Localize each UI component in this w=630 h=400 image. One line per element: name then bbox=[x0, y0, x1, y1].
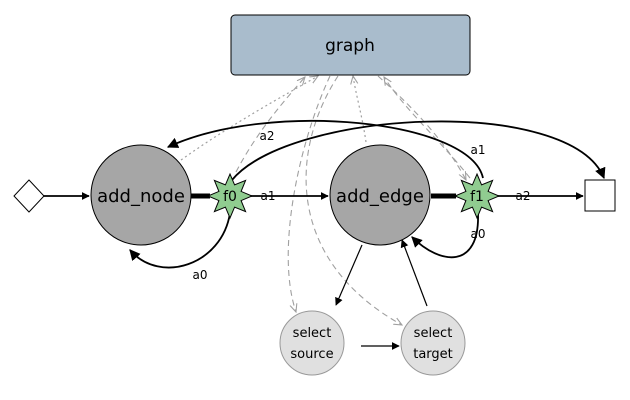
edge-label-f1-a1: a1 bbox=[471, 143, 486, 157]
link-f1-graph bbox=[384, 77, 471, 179]
link-add-node-graph bbox=[180, 76, 318, 161]
edge-f0-a0-loop bbox=[129, 212, 231, 269]
flow-edges bbox=[43, 120, 606, 350]
add-node-label: add_node bbox=[97, 186, 185, 207]
edge-label-f0-a2: a2 bbox=[260, 129, 275, 143]
select-target-circle bbox=[400, 310, 466, 376]
edge-f1-a0-loop bbox=[411, 212, 479, 259]
select-source[interactable]: select source bbox=[279, 310, 345, 376]
edge-label-f0-a0: a0 bbox=[193, 268, 208, 282]
add-node[interactable]: add_node bbox=[90, 144, 192, 246]
fork-f1[interactable]: f1 bbox=[453, 172, 501, 220]
fork-f0-label: f0 bbox=[223, 189, 237, 205]
select-target[interactable]: select target bbox=[400, 310, 466, 376]
add-node-circle bbox=[90, 144, 192, 246]
fork-f1-star bbox=[453, 172, 501, 220]
add-edge-label: add_edge bbox=[336, 186, 424, 207]
link-graph-select-source bbox=[287, 75, 331, 312]
fork-f0-star bbox=[206, 172, 254, 220]
edge-labels: a0 a1 a2 a0 a1 a2 bbox=[193, 129, 531, 282]
edge-add-edge-select-source bbox=[335, 244, 363, 306]
link-f0-graph bbox=[235, 77, 305, 173]
select-source-circle bbox=[279, 310, 345, 376]
edge-label-f0-a1: a1 bbox=[261, 189, 276, 203]
select-target-label-1: select bbox=[414, 326, 453, 341]
end-square bbox=[584, 179, 616, 212]
edge-label-f1-a2: a2 bbox=[516, 189, 531, 203]
add-edge-circle bbox=[329, 144, 431, 246]
link-graph-select-target bbox=[305, 75, 402, 325]
edge-f0-a2-end bbox=[231, 120, 606, 181]
select-source-label-1: select bbox=[293, 326, 332, 341]
select-source-label-2: source bbox=[290, 347, 333, 362]
link-graph-f1 bbox=[377, 75, 466, 180]
edge-label-f1-a0: a0 bbox=[471, 227, 486, 241]
fork-f0[interactable]: f0 bbox=[206, 172, 254, 220]
graph-label: graph bbox=[325, 36, 375, 56]
edge-select-target-add-edge bbox=[400, 239, 428, 307]
edge-f1-a1-add-node bbox=[167, 120, 484, 179]
link-add-edge-graph bbox=[353, 76, 367, 143]
add-edge[interactable]: add_edge bbox=[329, 144, 431, 246]
graph-box[interactable]: graph bbox=[230, 14, 471, 76]
graph-links bbox=[180, 75, 471, 325]
graph-rect bbox=[230, 14, 471, 76]
start-diamond bbox=[13, 179, 45, 213]
fork-f1-label: f1 bbox=[470, 189, 484, 205]
select-target-label-2: target bbox=[413, 347, 453, 362]
